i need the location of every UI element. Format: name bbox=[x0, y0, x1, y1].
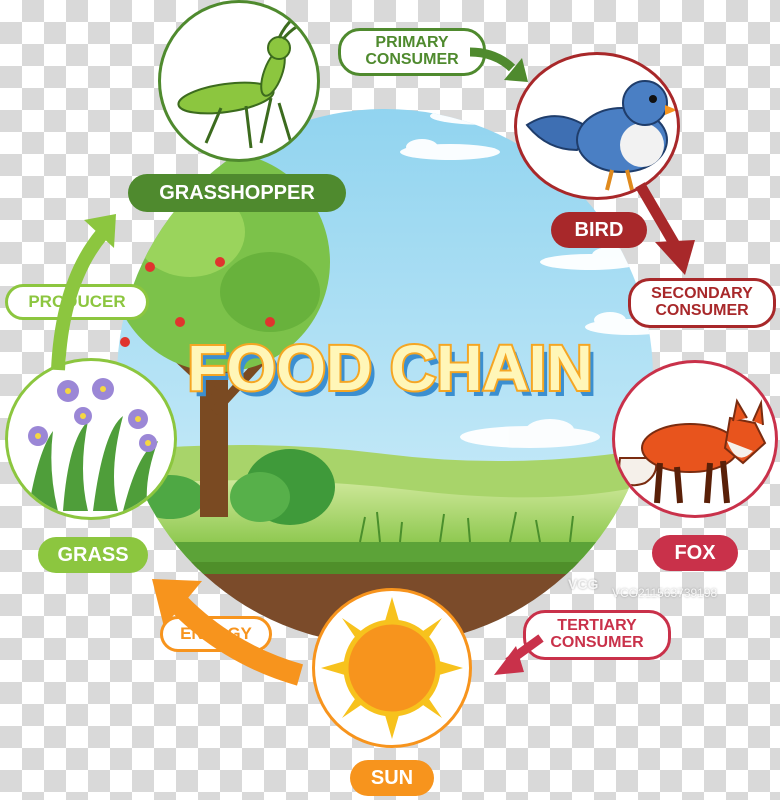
arrow-grass-to-grasshopper bbox=[51, 214, 116, 371]
fox-icon bbox=[618, 398, 767, 504]
grasshopper-circle bbox=[158, 0, 320, 162]
svg-text:FOOD CHAIN: FOOD CHAIN bbox=[192, 338, 597, 410]
fox-circle bbox=[612, 360, 778, 518]
watermark-id: VCG211563739198 bbox=[612, 586, 718, 600]
arrow-bird-to-secondary bbox=[635, 182, 695, 275]
arrow-sun-to-energy bbox=[152, 579, 304, 686]
grasshopper-icon bbox=[177, 9, 317, 149]
sun-label: SUN bbox=[350, 760, 434, 796]
grass-circle bbox=[5, 358, 177, 520]
title: FOOD CHAIN FOOD CHAIN bbox=[185, 330, 597, 410]
title-text: FOOD CHAIN bbox=[187, 332, 592, 404]
fox-label: FOX bbox=[652, 535, 738, 571]
arrow-primary-to-bird bbox=[470, 47, 528, 82]
grasshopper-label: GRASSHOPPER bbox=[128, 174, 346, 212]
sun-circle bbox=[312, 588, 472, 748]
watermark-logo: VCG bbox=[568, 576, 599, 592]
sun-icon bbox=[321, 597, 463, 739]
bird-label: BIRD bbox=[551, 212, 647, 248]
bird-icon bbox=[525, 80, 677, 191]
grass-label: GRASS bbox=[38, 537, 148, 573]
scene-circle bbox=[117, 109, 653, 645]
grass-icon bbox=[28, 378, 158, 511]
arrow-tertiary-to-sun bbox=[494, 634, 544, 675]
bird-circle bbox=[514, 52, 680, 200]
